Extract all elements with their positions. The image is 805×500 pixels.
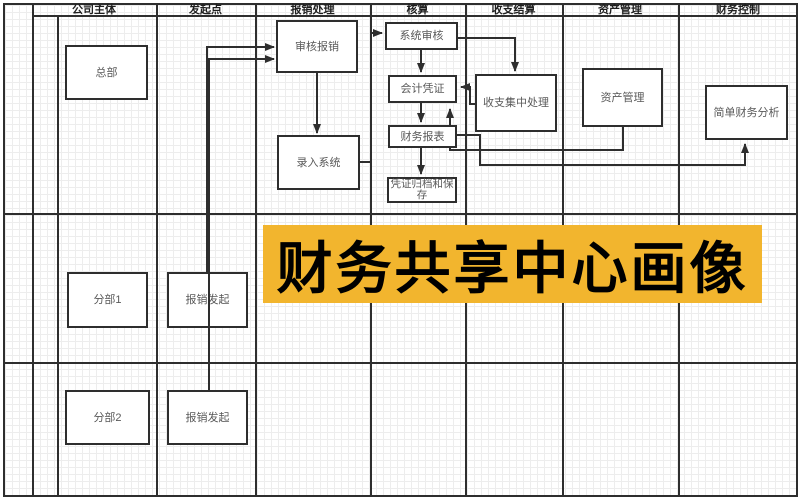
column-header-company: 公司主体 bbox=[72, 4, 116, 16]
node-headquarters: 总部 bbox=[65, 45, 148, 100]
column-header-accounting: 核算 bbox=[406, 4, 429, 16]
node-accounting-voucher: 会计凭证 bbox=[388, 75, 457, 103]
node-branch1: 分部1 bbox=[67, 272, 148, 328]
column-header-control: 财务控制 bbox=[716, 4, 760, 16]
node-simple-analysis: 简单财务分析 bbox=[705, 85, 788, 140]
lane-border-left-margin bbox=[32, 3, 34, 497]
column-header-settlement: 收支结算 bbox=[491, 4, 536, 16]
node-branch1-initiate: 报销发起 bbox=[167, 272, 248, 328]
node-centralized-settlement: 收支集中处理 bbox=[475, 74, 557, 132]
header-border bbox=[32, 15, 798, 17]
node-system-audit: 系统审核 bbox=[385, 22, 458, 50]
node-branch2: 分部2 bbox=[65, 390, 150, 445]
lane-border-1 bbox=[156, 3, 158, 497]
column-header-initiation: 发起点 bbox=[189, 4, 222, 16]
column-header-assets: 资产管理 bbox=[598, 4, 642, 16]
node-system-entry: 录入系统 bbox=[277, 135, 360, 190]
lane-border-2 bbox=[255, 3, 257, 497]
row-divider-1 bbox=[3, 213, 798, 215]
lane-border-rowhead bbox=[57, 16, 59, 497]
node-asset-management: 资产管理 bbox=[582, 68, 663, 127]
title-banner: 财务共享中心画像 bbox=[263, 225, 762, 303]
column-header-processing: 报销处理 bbox=[290, 4, 335, 16]
node-voucher-archive: 凭证归档和保存 bbox=[387, 177, 457, 203]
node-financial-report: 财务报表 bbox=[388, 125, 457, 148]
node-branch2-initiate: 报销发起 bbox=[167, 390, 248, 445]
node-review-reimbursement: 审核报销 bbox=[276, 20, 358, 73]
row-divider-2 bbox=[3, 362, 798, 364]
